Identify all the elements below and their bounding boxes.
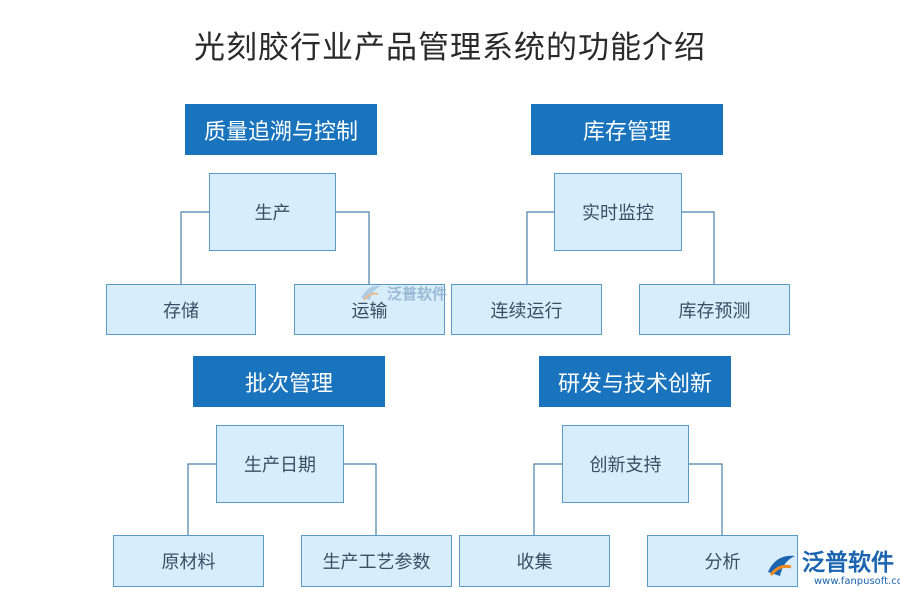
node-process-parameters: 生产工艺参数 — [301, 535, 452, 587]
section-header-inventory: 库存管理 — [531, 104, 723, 155]
node-inventory-forecast: 库存预测 — [639, 284, 790, 335]
node-collection: 收集 — [459, 535, 610, 587]
node-raw-materials: 原材料 — [113, 535, 264, 587]
node-innovation-support: 创新支持 — [562, 425, 689, 503]
node-continuous-operation: 连续运行 — [451, 284, 602, 335]
connector-line — [335, 211, 370, 284]
logo-icon — [768, 555, 795, 576]
node-realtime-monitor: 实时监控 — [554, 173, 682, 251]
section-header-rnd: 研发与技术创新 — [539, 356, 731, 407]
connector-line — [343, 463, 377, 535]
node-production-date: 生产日期 — [216, 425, 344, 503]
connector-line — [526, 211, 554, 284]
node-transport: 运输 — [294, 284, 445, 335]
node-production: 生产 — [209, 173, 336, 251]
page-title: 光刻胶行业产品管理系统的功能介绍 — [194, 30, 706, 66]
connector-line — [533, 463, 562, 535]
section-header-quality: 质量追溯与控制 — [185, 104, 377, 155]
watermark: 泛普软件 — [358, 282, 447, 304]
connector-line — [187, 463, 216, 535]
watermark-icon — [361, 285, 381, 301]
connector-line — [180, 211, 209, 284]
connector-line — [688, 463, 723, 535]
node-storage: 存储 — [106, 284, 256, 335]
section-header-batch: 批次管理 — [193, 356, 385, 407]
logo-name: 泛普软件 — [802, 550, 894, 576]
logo-url: www.fanpusoft.com — [814, 576, 900, 587]
brand-logo: 泛普软件 www.fanpusoft.com — [764, 550, 900, 588]
node-analysis: 分析 — [647, 535, 798, 587]
watermark-text: 泛普软件 — [387, 284, 448, 303]
connector-line — [681, 211, 715, 284]
